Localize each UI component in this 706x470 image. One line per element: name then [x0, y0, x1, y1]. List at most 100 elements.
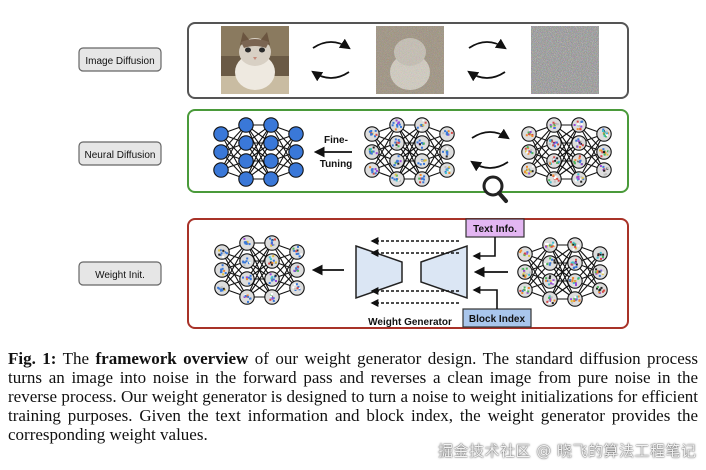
node-noise-speck: [274, 274, 277, 277]
node-noise-speck: [291, 249, 294, 252]
node-noise-speck: [522, 267, 525, 270]
node-noise-speck: [574, 179, 577, 182]
node-noise-speck: [601, 151, 604, 154]
node-noise-speck: [297, 269, 299, 272]
node-noise-speck: [222, 251, 225, 254]
node-noise-speck: [394, 141, 397, 144]
node-noise-speck: [421, 146, 423, 149]
node-noise-speck: [595, 272, 598, 275]
node-noise-speck: [574, 159, 577, 162]
node-noise-speck: [594, 271, 597, 274]
node-noise-speck: [578, 155, 581, 158]
node-noise-speck: [223, 269, 226, 272]
node-noise-speck: [448, 169, 451, 172]
node-noise-speck: [571, 301, 574, 304]
node-noise-speck: [570, 263, 573, 266]
node-noise-speck: [268, 282, 271, 284]
network-edge: [553, 124, 580, 180]
node-noise-speck: [220, 252, 223, 255]
node-noise-speck: [580, 125, 583, 128]
node-noise-speck: [557, 143, 560, 146]
node-noise-speck: [222, 249, 225, 252]
node-noise-speck: [574, 245, 577, 248]
node-noise-speck: [598, 274, 601, 277]
node-noise-speck: [553, 243, 556, 246]
node-noise-speck: [548, 244, 551, 247]
node-noise-speck: [552, 160, 555, 163]
node-noise-speck: [553, 142, 556, 145]
node-noise-speck: [396, 124, 399, 126]
node-noise-speck: [422, 124, 425, 127]
node-noise-speck: [572, 277, 575, 279]
network-edge: [578, 133, 605, 180]
node-noise-speck: [395, 143, 398, 146]
block-index-label: Block Index: [469, 314, 526, 325]
node-noise-speck: [298, 288, 301, 291]
caption-text-1: The: [56, 349, 96, 368]
node-noise-speck: [599, 253, 602, 256]
node-noise-speck: [519, 289, 522, 292]
cat-image: [221, 26, 289, 94]
fine-tuning-label-1: Fine-: [324, 135, 348, 146]
node-noise-speck: [548, 295, 551, 298]
node-noise-speck: [552, 241, 555, 244]
node-noise-speck: [417, 162, 420, 165]
magnifier-icon: [482, 175, 508, 203]
node-noise-speck: [370, 148, 372, 151]
node-noise-speck: [596, 270, 599, 273]
node-noise-speck: [295, 253, 298, 255]
node-noise-speck: [444, 148, 447, 151]
node-noise-speck: [292, 247, 295, 250]
node-noise-speck: [224, 251, 227, 254]
network-edge: [271, 251, 298, 298]
node-noise-speck: [269, 237, 272, 240]
node-noise-speck: [219, 289, 222, 292]
node-noise-speck: [570, 298, 573, 301]
node-noise-speck: [603, 152, 606, 155]
node-noise-speck: [595, 268, 598, 271]
node-noise-speck: [218, 249, 221, 252]
node-noise-speck: [525, 150, 527, 153]
node-noise-speck: [571, 280, 574, 283]
node-noise-speck: [368, 148, 371, 151]
node-noise-speck: [603, 169, 606, 172]
noise-network: [521, 117, 612, 187]
node-noise-speck: [271, 262, 274, 264]
node-noise-speck: [269, 298, 272, 301]
fine-tuning-label-2: Tuning: [320, 159, 353, 170]
node-noise-speck: [298, 255, 301, 258]
node-noise-speck: [598, 270, 601, 273]
network-edge: [574, 253, 601, 300]
node-noise-speck: [526, 251, 529, 254]
node-noise-speck: [293, 269, 296, 272]
node-noise-speck: [522, 273, 525, 276]
node-noise-speck: [245, 276, 248, 279]
node-noise-speck: [420, 124, 423, 127]
weight-generator: [355, 237, 468, 307]
node-noise-speck: [423, 178, 425, 181]
node-noise-speck: [548, 143, 551, 145]
network-edge: [549, 244, 576, 300]
node-noise-speck: [577, 178, 580, 181]
node-noise-speck: [553, 259, 556, 262]
node-noise-speck: [528, 254, 531, 257]
node-noise-speck: [527, 147, 530, 150]
node-noise-speck: [550, 282, 553, 285]
network-edge: [221, 242, 248, 289]
node-noise-speck: [395, 160, 398, 163]
node-noise-speck: [602, 130, 604, 132]
network-node: [263, 171, 279, 187]
node-noise-speck: [242, 276, 244, 279]
node-noise-speck: [295, 250, 298, 253]
node-noise-speck: [397, 162, 400, 165]
node-noise-speck: [570, 300, 573, 302]
node-noise-speck: [577, 141, 580, 144]
node-noise-speck: [397, 141, 400, 144]
node-noise-speck: [270, 277, 273, 280]
block-index-arrow: [472, 286, 498, 309]
node-noise-speck: [391, 124, 394, 127]
node-noise-speck: [577, 173, 580, 176]
node-noise-speck: [602, 271, 604, 274]
node-noise-speck: [368, 130, 371, 133]
pure-noise-image: [531, 26, 599, 94]
